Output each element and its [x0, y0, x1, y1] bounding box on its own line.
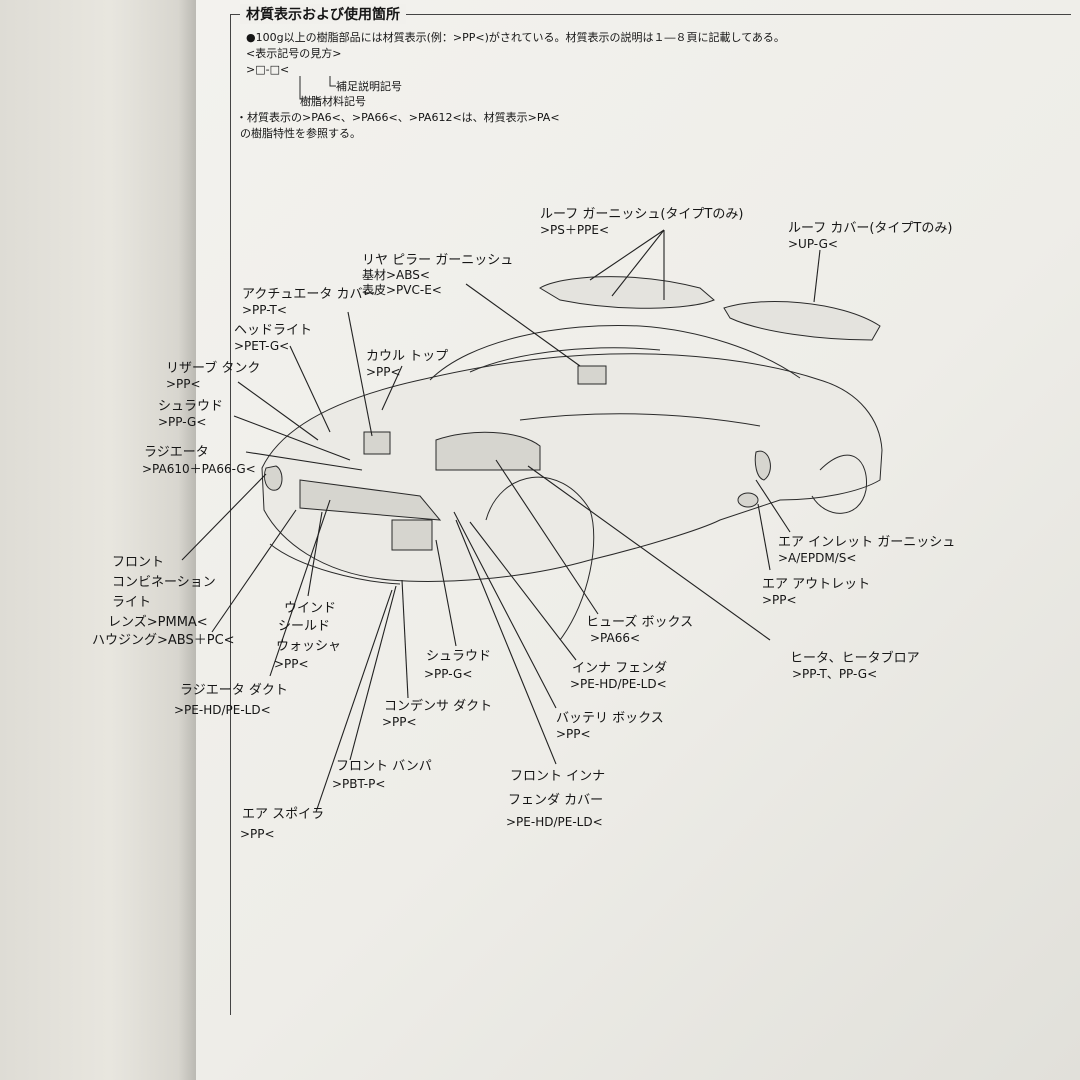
inner-fender-label: インナ フェンダ: [572, 661, 668, 676]
resin-label: 樹脂材料記号: [300, 95, 366, 108]
section-title: 材質表示および使用箇所: [240, 4, 406, 24]
roof-cover-code: >UP-G<: [788, 237, 838, 251]
intro-line2: <表示記号の見方>: [246, 47, 342, 60]
cowl-top-code: >PP<: [366, 365, 401, 379]
washer-l3: ウォッシャ: [276, 639, 342, 654]
reserve-tank-code: >PP<: [166, 377, 201, 391]
air-spoiler-label: エア スポイラ: [242, 807, 325, 822]
condenser-duct-label: コンデンサ ダクト: [384, 699, 493, 714]
reserve-tank-label: リザーブ タンク: [166, 361, 261, 376]
shroud-center-label: シュラウド: [426, 649, 492, 664]
roof-garnish-code: >PS＋PPE<: [540, 223, 610, 237]
shroud-left-label: シュラウド: [158, 399, 224, 414]
front-combination-housing: ハウジング>ABS＋PC<: [92, 633, 235, 648]
radiator-code: >PA610＋PA66-G<: [142, 462, 256, 476]
front-bumper-code: >PBT-P<: [332, 777, 386, 791]
front-combination-lens: レンズ>PMMA<: [108, 615, 208, 630]
shroud-center-code: >PP-G<: [424, 667, 473, 681]
battery-box-code: >PP<: [556, 727, 591, 741]
front-inner-fender-cover-l2: フェンダ カバー: [508, 793, 604, 808]
heater-code: >PP-T、PP-G<: [792, 667, 878, 681]
actuator-cover-code: >PP-T<: [242, 303, 287, 317]
radiator-label: ラジエータ: [144, 445, 209, 460]
battery-box-label: バッテリ ボックス: [556, 711, 664, 726]
washer-code: >PP<: [274, 657, 309, 671]
headlight-label: ヘッドライト: [234, 323, 313, 338]
washer-l2: シールド: [278, 619, 331, 634]
roof-cover-label: ルーフ カバー(タイプTのみ): [788, 221, 953, 236]
front-combination-l1: フロント: [112, 555, 165, 570]
air-outlet-label: エア アウトレット: [762, 577, 871, 592]
heater-label: ヒータ、ヒータブロア: [790, 651, 920, 666]
front-bumper-label: フロント バンパ: [336, 759, 432, 774]
roof-garnish-label: ルーフ ガーニッシュ(タイプTのみ): [540, 207, 744, 222]
washer-l1: ウインド: [284, 601, 337, 616]
intro-line1: ●100g以上の樹脂部品には材質表示(例：>PP<)がされている。材質表示の説明…: [246, 31, 785, 44]
rear-pillar-base: 基材>ABS<: [362, 268, 430, 282]
air-inlet-garnish-code: >A/EPDM/S<: [778, 551, 857, 565]
left-page: [0, 0, 200, 1080]
radiator-duct-code: >PE-HD/PE-LD<: [174, 703, 271, 717]
condenser-duct-code: >PP<: [382, 715, 417, 729]
intro-line4: の樹脂特性を参照する。: [240, 127, 361, 140]
front-inner-fender-cover-l1: フロント インナ: [510, 769, 606, 784]
inner-fender-code: >PE-HD/PE-LD<: [570, 677, 667, 691]
cowl-top-label: カウル トップ: [366, 349, 449, 364]
front-combination-l2: コンビネーション: [112, 575, 216, 590]
shroud-left-code: >PP-G<: [158, 415, 207, 429]
fuse-box-code: >PA66<: [590, 631, 641, 645]
air-spoiler-code: >PP<: [240, 827, 275, 841]
section-frame: [230, 14, 1071, 1015]
air-outlet-code: >PP<: [762, 593, 797, 607]
notation-example: >□-□<: [246, 63, 290, 76]
actuator-cover-label: アクチュエータ カバー: [242, 287, 376, 302]
supplement-label: 補足説明記号: [336, 80, 402, 93]
front-combination-l3: ライト: [112, 595, 152, 610]
rear-pillar-skin: 表皮>PVC-E<: [362, 283, 442, 297]
radiator-duct-label: ラジエータ ダクト: [180, 683, 288, 698]
intro-line3: ・材質表示の>PA6<、>PA66<、>PA612<は、材質表示>PA<: [236, 111, 560, 124]
front-inner-fender-cover-code: >PE-HD/PE-LD<: [506, 815, 603, 829]
air-inlet-garnish-label: エア インレット ガーニッシュ: [778, 535, 956, 550]
headlight-code: >PET-G<: [234, 339, 290, 353]
fuse-box-label: ヒューズ ボックス: [586, 615, 694, 630]
rear-pillar-garnish-label: リヤ ピラー ガーニッシュ: [362, 253, 514, 268]
